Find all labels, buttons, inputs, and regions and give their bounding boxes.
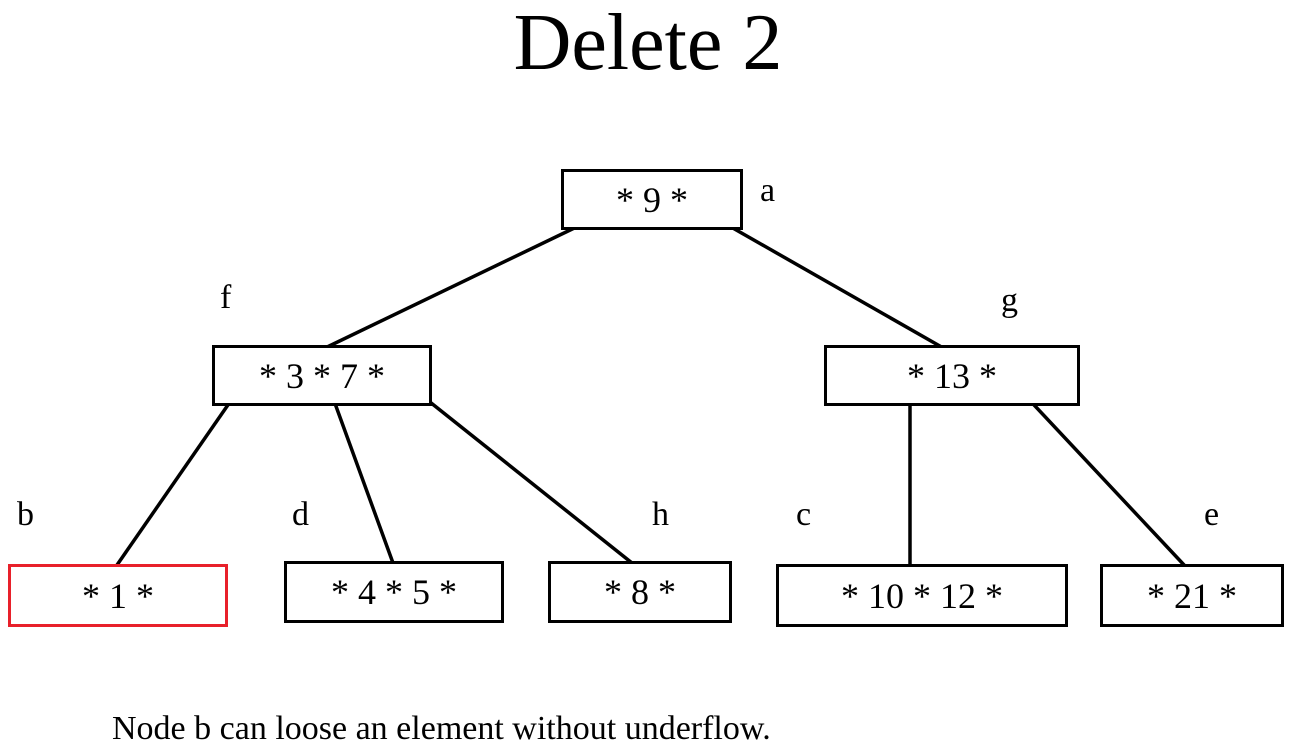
edge-g-e xyxy=(1004,373,1187,568)
node-label-h: h xyxy=(652,496,669,533)
edge-f-b xyxy=(115,375,250,566)
node-keys: * 13 * xyxy=(907,355,997,396)
node-keys: * 10 * 12 * xyxy=(841,575,1003,616)
node-keys: * 4 * 5 * xyxy=(331,572,457,612)
tree-node-b: * 1 * xyxy=(8,564,228,627)
tree-node-d: * 4 * 5 * xyxy=(284,561,504,623)
node-label-b: b xyxy=(17,496,34,533)
node-keys: * 21 * xyxy=(1147,575,1237,616)
node-label-a: a xyxy=(760,172,776,209)
node-label-g: g xyxy=(1001,282,1018,319)
edge-a-f xyxy=(322,205,619,351)
tree-node-e: * 21 * xyxy=(1100,564,1284,627)
node-keys: * 8 * xyxy=(604,572,676,612)
tree-node-f: * 3 * 7 * xyxy=(212,345,432,406)
tree-node-g: * 13 * xyxy=(824,345,1080,406)
slide-title: Delete 2 xyxy=(513,0,783,87)
node-label-f: f xyxy=(220,279,232,316)
node-keys: * 3 * 7 * xyxy=(259,355,385,396)
tree-node-a: * 9 * xyxy=(561,169,743,230)
node-label-c: c xyxy=(796,496,812,533)
edge-f-d xyxy=(323,375,395,564)
node-label-e: e xyxy=(1204,496,1220,533)
tree-node-h: * 8 * xyxy=(548,561,732,623)
edge-a-g xyxy=(695,205,946,351)
node-keys: * 1 * xyxy=(82,575,154,616)
node-keys: * 9 * xyxy=(616,179,688,220)
node-label-d: d xyxy=(292,496,309,533)
edge-f-h xyxy=(394,373,634,565)
tree-node-c: * 10 * 12 * xyxy=(776,564,1068,627)
caption: Node b can loose an element without unde… xyxy=(112,710,771,747)
